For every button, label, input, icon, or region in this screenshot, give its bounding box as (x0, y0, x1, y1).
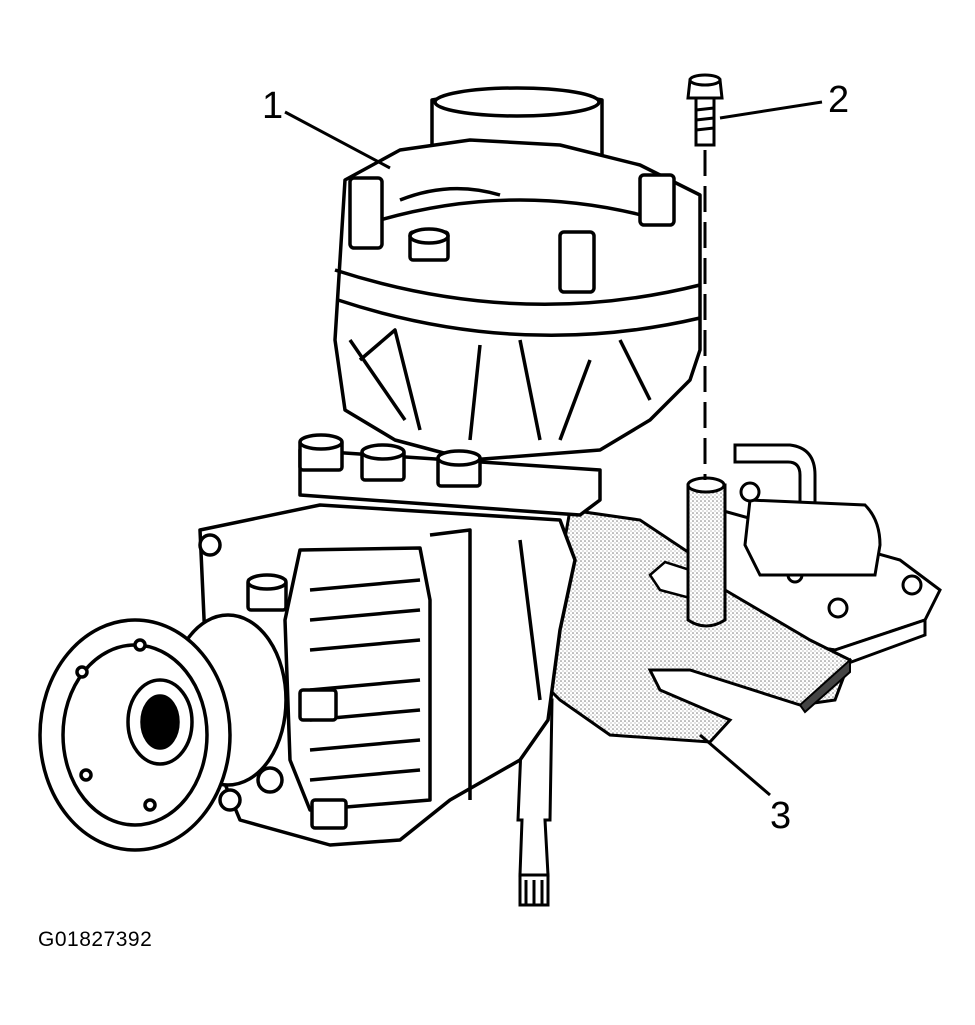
bracket (538, 476, 852, 744)
case-bolt (310, 798, 348, 830)
flange-bolt (298, 433, 344, 472)
flange-bolt (360, 443, 406, 482)
leader-line-1 (284, 110, 391, 170)
callout-2: 2 (828, 79, 849, 121)
transfer-case (38, 86, 702, 852)
housing-bolt-upper (408, 227, 450, 262)
leader-line-2 (719, 100, 823, 120)
front-flange (38, 613, 288, 852)
flange-bolt (436, 449, 482, 488)
case-bolt (246, 573, 288, 612)
case-bolt (298, 688, 338, 722)
callout-1: 1 (262, 85, 283, 127)
breather-pipe (733, 443, 882, 577)
leader-line-3 (699, 733, 771, 797)
callout-3: 3 (770, 795, 791, 837)
figure-id: G01827392 (38, 928, 153, 951)
bolt (686, 73, 724, 147)
leader-lines (284, 100, 823, 797)
